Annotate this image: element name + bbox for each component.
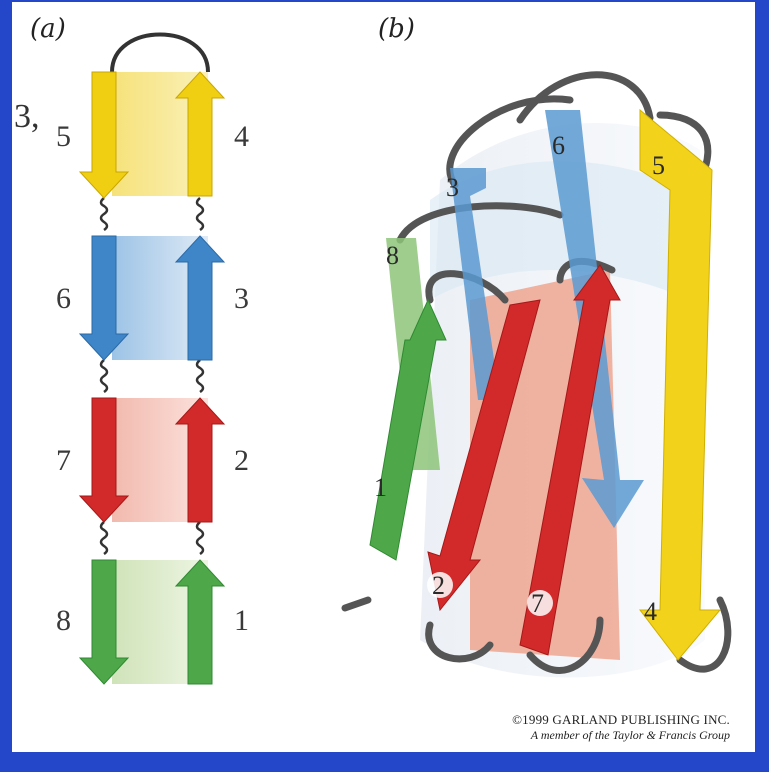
- strand-label-7b: 7: [531, 589, 544, 618]
- strand-label-2b: 2: [432, 571, 445, 600]
- strand-label-5: 5: [56, 120, 71, 153]
- strand-label-3: 3: [234, 282, 249, 315]
- strand-label-4b: 4: [644, 597, 657, 626]
- strand-label-6: 6: [56, 282, 71, 315]
- copyright-line-2: A member of the Taylor & Francis Group: [430, 728, 730, 743]
- strand-label-1b: 1: [374, 473, 387, 502]
- copyright-notice: ©1999 GARLAND PUBLISHING INC. A member o…: [430, 712, 730, 743]
- hairpin-loop: [112, 35, 208, 73]
- panel-a-topology: 5 4 6 3 7 2 8 1: [56, 35, 249, 685]
- strand-label-1: 1: [234, 604, 249, 637]
- panel-b-3d-view: 6 5 3 8 1 2 7 4: [345, 75, 728, 678]
- strand-label-3b: 3: [446, 173, 459, 202]
- strand-label-2: 2: [234, 444, 249, 477]
- strand-label-7: 7: [56, 444, 71, 477]
- strand-label-8b: 8: [386, 241, 399, 270]
- strand-label-6b: 6: [552, 131, 565, 160]
- copyright-line-1: ©1999 GARLAND PUBLISHING INC.: [430, 712, 730, 728]
- strand-label-8: 8: [56, 604, 71, 637]
- strand-label-5b: 5: [652, 151, 665, 180]
- strand-label-4: 4: [234, 120, 249, 153]
